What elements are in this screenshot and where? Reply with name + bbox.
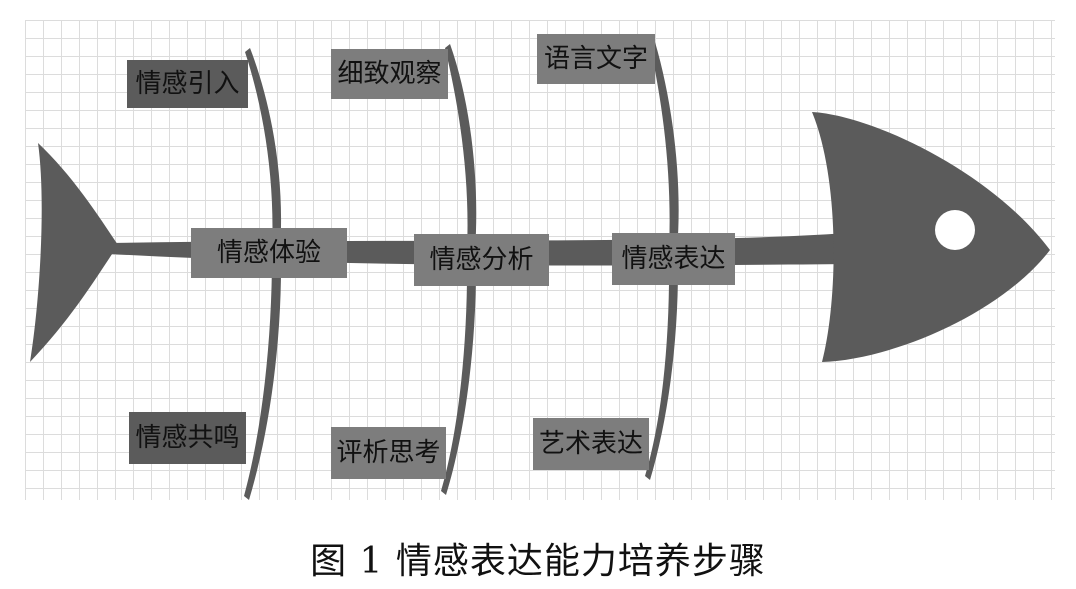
top-label-language-text: 语言文字 (537, 34, 655, 84)
figure-caption: 图 1 情感表达能力培养步骤 (310, 541, 766, 582)
bottom-label-emotional-resonance: 情感共鸣 (129, 412, 246, 464)
fish-tail (30, 143, 118, 362)
spine-label-emotional-experience: 情感体验 (191, 228, 347, 278)
bone-1-upper (245, 48, 282, 250)
fish-head (812, 112, 1050, 362)
bottom-label-artistic-expression: 艺术表达 (533, 418, 649, 470)
bone-2-lower (441, 255, 477, 495)
bottom-label-critical-thinking: 评析思考 (331, 427, 446, 479)
bone-3-upper (650, 42, 679, 250)
spine-label-emotional-expression: 情感表达 (612, 233, 735, 285)
top-label-emotion-introduction: 情感引入 (127, 60, 248, 108)
spine-label-emotional-analysis: 情感分析 (414, 234, 549, 286)
bone-1-lower (244, 255, 282, 500)
bone-3-lower (645, 255, 679, 480)
bone-2-upper (445, 44, 477, 250)
top-label-careful-observation: 细致观察 (331, 49, 448, 99)
fish-eye (935, 210, 975, 250)
